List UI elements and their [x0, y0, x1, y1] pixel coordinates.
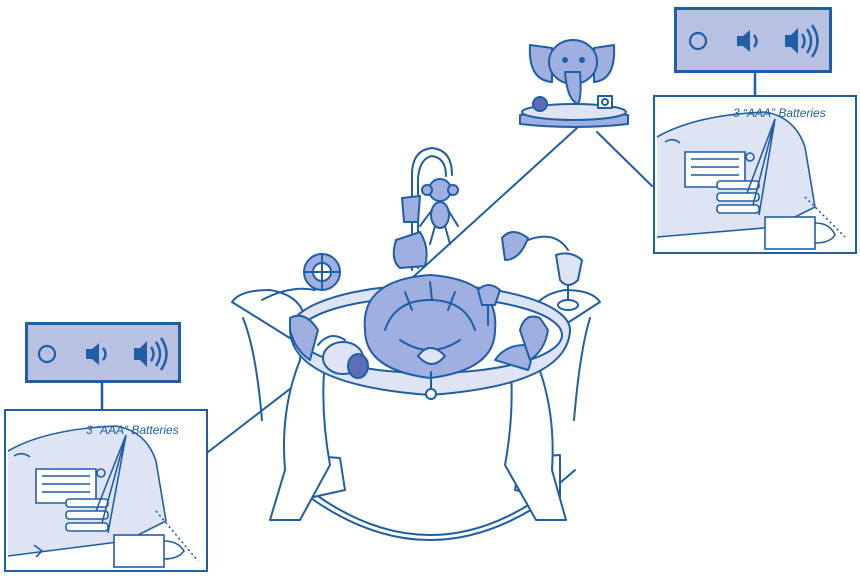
- battery-compartment-drawing: [7, 425, 199, 568]
- right-callout-pointer-2: [596, 131, 653, 187]
- volume-low-icon: [86, 343, 107, 365]
- left-battery-detail: 3 “AAA” Batteries: [4, 409, 208, 572]
- battery-label: 3 “AAA” Batteries: [733, 106, 826, 120]
- volume-high-icon: [134, 337, 168, 371]
- right-arm-toy: [501, 231, 583, 311]
- right-arm-pad: [519, 315, 549, 361]
- battery-label: 3 “AAA” Batteries: [86, 423, 179, 437]
- off-icon: [37, 344, 57, 364]
- right-battery-detail: 3 “AAA” Batteries: [653, 95, 857, 254]
- monkey-toy: [419, 178, 459, 245]
- battery-compartment-drawing: [656, 111, 846, 250]
- leaf-toy: [417, 347, 446, 400]
- right-panel-connector: [753, 72, 757, 96]
- left-arm-pad: [289, 314, 319, 361]
- left-leg: [231, 289, 331, 521]
- elephant-toy-detached: [519, 39, 629, 128]
- right-callout-pointer: [411, 127, 578, 279]
- seat: [363, 274, 497, 379]
- volume-low-icon: [737, 30, 758, 52]
- tray-elephant-toy: [317, 335, 369, 379]
- arch-toy: [392, 147, 453, 271]
- left-switch-panel: [25, 322, 181, 383]
- right-switch-panel: [674, 7, 832, 73]
- off-icon: [688, 31, 708, 51]
- volume-high-icon: [785, 24, 819, 58]
- right-tray-toys: [477, 284, 532, 371]
- left-rattle-toy: [261, 253, 341, 301]
- left-panel-connector: [100, 382, 104, 410]
